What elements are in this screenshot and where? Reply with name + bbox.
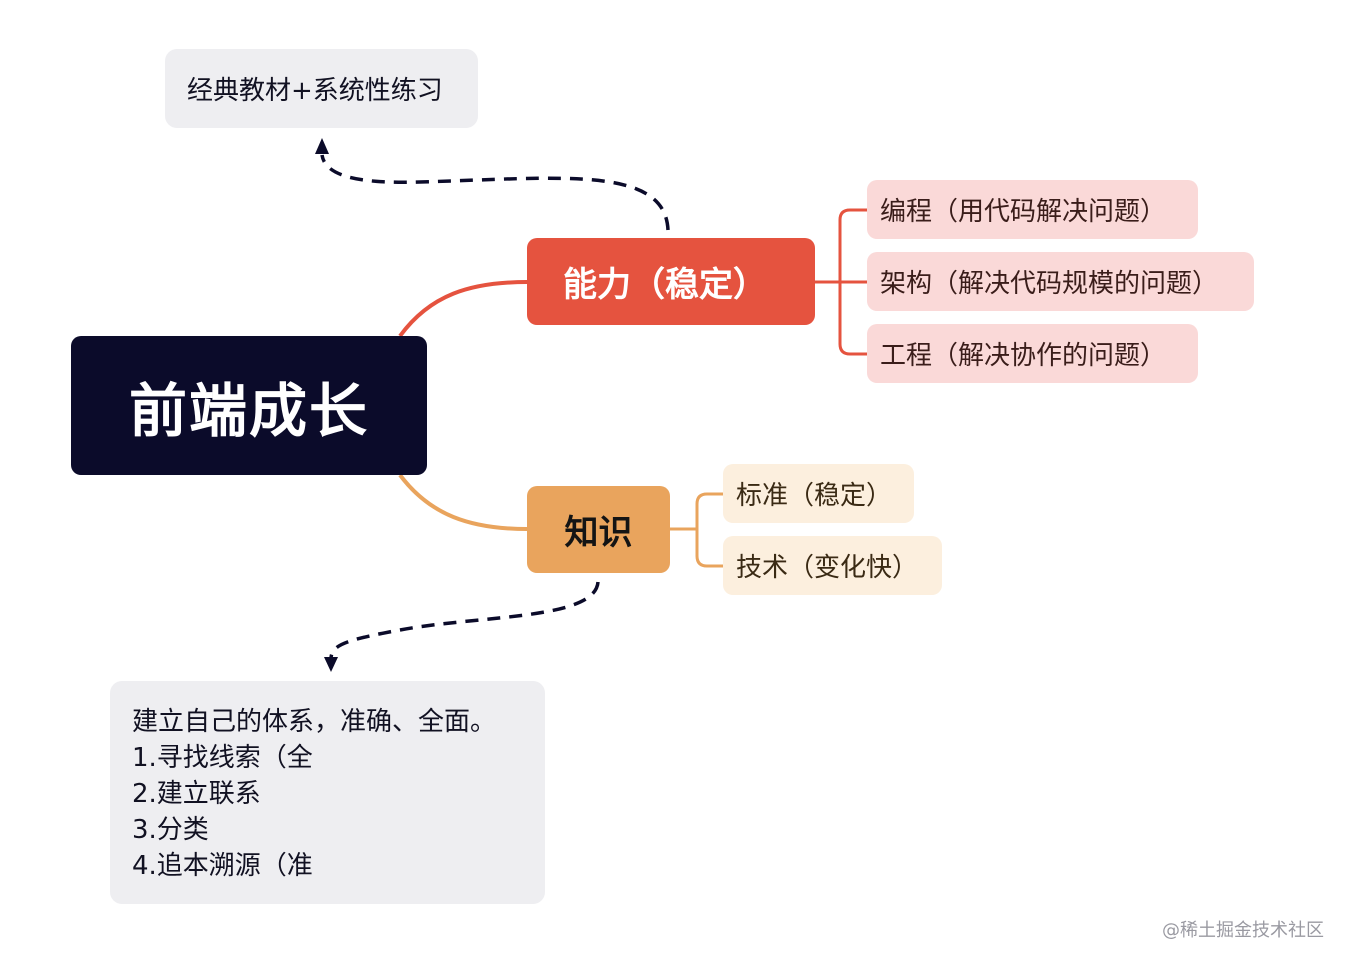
arrow-head-down: [324, 657, 338, 672]
child-standards[interactable]: 标准（稳定）: [723, 464, 914, 523]
dashed-connector-ability-note: [320, 154, 670, 231]
child-programming-label: 编程（用代码解决问题）: [880, 197, 1167, 227]
note-knowledge-line: 4.追本溯源（准: [132, 851, 313, 881]
child-engineering[interactable]: 工程（解决协作的问题）: [867, 324, 1198, 383]
watermark: @稀土掘金技术社区: [1162, 920, 1324, 941]
branch-ability-label: 能力（稳定）: [563, 265, 767, 305]
root-label: 前端成长: [128, 376, 369, 445]
note-knowledge-line: 1.寻找线索（全: [132, 743, 313, 773]
child-standards-label: 标准（稳定）: [736, 481, 893, 511]
connector-root-ability: [398, 280, 528, 338]
child-technology[interactable]: 技术（变化快）: [723, 536, 942, 595]
note-knowledge-line: 2.建立联系: [132, 779, 261, 809]
child-architecture[interactable]: 架构（解决代码规模的问题）: [867, 252, 1254, 311]
child-technology-label: 技术（变化快）: [736, 553, 919, 583]
note-knowledge-line: 3.分类: [132, 815, 209, 845]
child-architecture-label: 架构（解决代码规模的问题）: [880, 269, 1219, 299]
branch-knowledge[interactable]: 知识: [527, 486, 670, 573]
child-programming[interactable]: 编程（用代码解决问题）: [867, 180, 1198, 239]
bracket-ability: [815, 208, 867, 356]
child-engineering-label: 工程（解决协作的问题）: [880, 341, 1167, 371]
branch-ability[interactable]: 能力（稳定）: [527, 238, 815, 325]
note-knowledge-line: 建立自己的体系，准确、全面。: [132, 707, 497, 737]
arrow-head-up: [315, 138, 329, 154]
connector-root-knowledge: [398, 473, 528, 531]
note-ability: 经典教材+系统性练习: [165, 49, 478, 128]
root-node[interactable]: 前端成长: [71, 336, 427, 475]
bracket-knowledge: [670, 492, 723, 568]
note-ability-text: 经典教材+系统性练习: [187, 76, 443, 106]
dashed-connector-knowledge-note: [329, 581, 600, 659]
note-knowledge: 建立自己的体系，准确、全面。 1.寻找线索（全 2.建立联系 3.分类 4.追本…: [110, 681, 545, 904]
branch-knowledge-label: 知识: [564, 513, 633, 553]
